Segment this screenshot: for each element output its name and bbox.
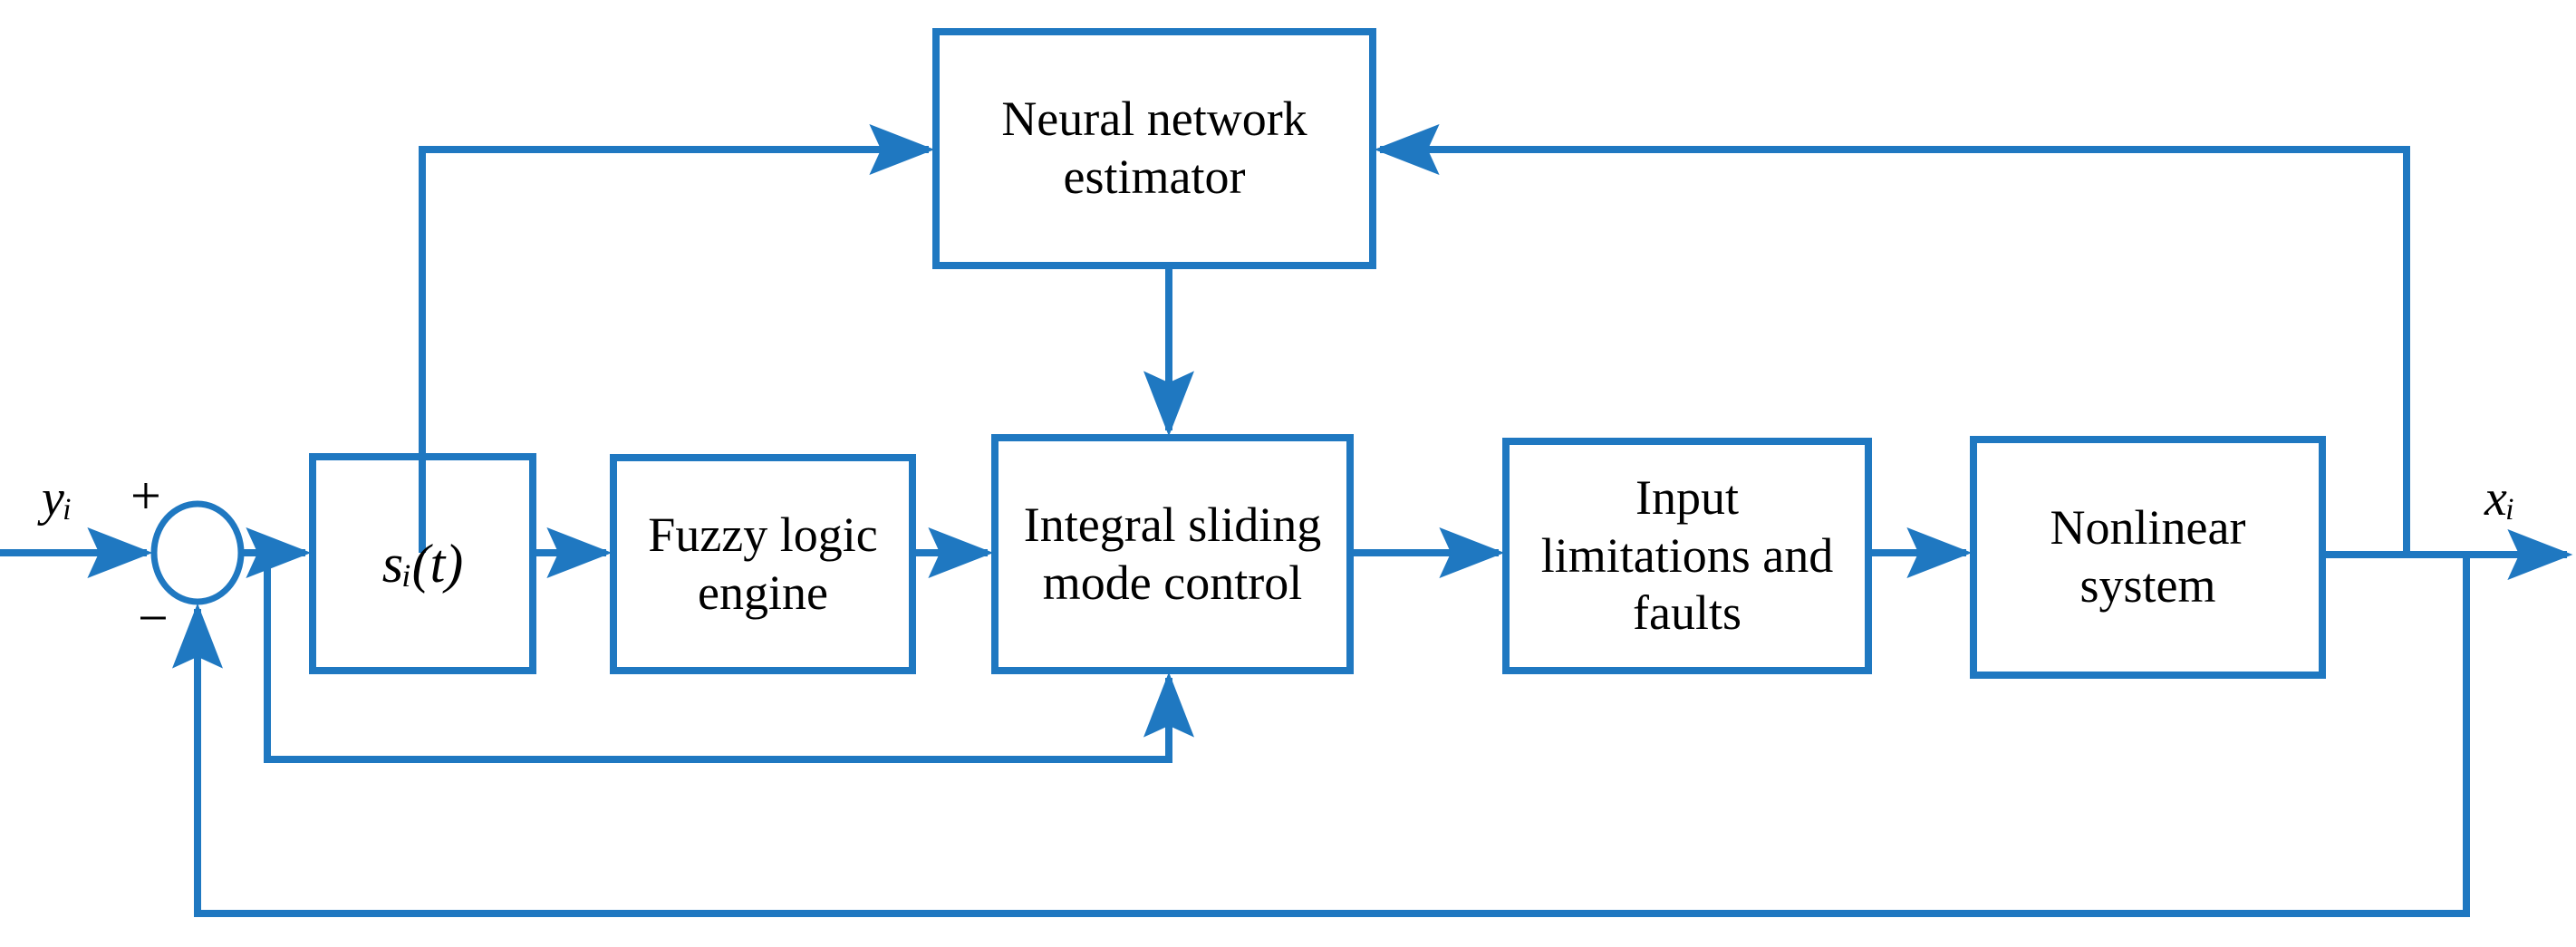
block-nonlinear-system[interactable] [1970, 436, 2326, 679]
wire-error-tap-to-nn-estimator [419, 124, 935, 553]
label-plus-sign: + [130, 466, 161, 526]
block-fuzzy-logic-engine[interactable] [610, 454, 916, 674]
wire-output-tap-to-nn-estimator [1374, 124, 2410, 555]
summing-junction[interactable] [150, 500, 245, 605]
label-minus-sign: − [138, 588, 169, 648]
block-input-limitations-and-faults[interactable] [1502, 438, 1872, 674]
wire-inner-feedback-loop [264, 555, 1194, 763]
block-integral-sliding-mode-control[interactable] [991, 434, 1354, 674]
label-system-output: xᵢ [2484, 470, 2515, 527]
label-reference-input: yᵢ [42, 470, 72, 527]
wire-outer-feedback-loop [172, 555, 2470, 917]
block-neural-network-estimator[interactable] [932, 28, 1376, 269]
